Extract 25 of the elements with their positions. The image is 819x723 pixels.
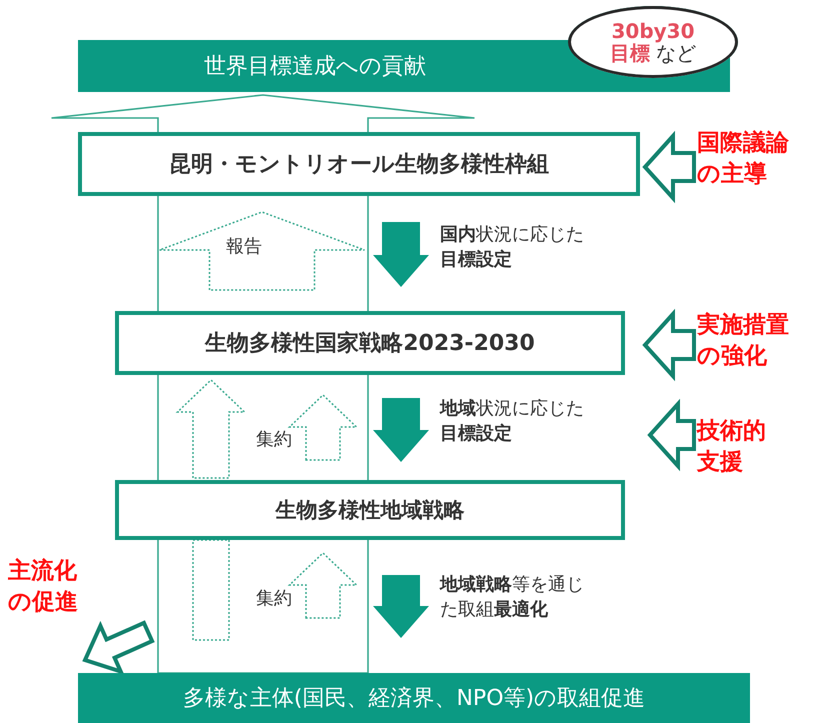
banner-bar: 世界目標達成への貢献 xyxy=(78,40,575,92)
strategy-box: 生物多様性国家戦略2023-2030 xyxy=(115,311,625,375)
hollow-arrow xyxy=(176,378,246,479)
support-label: 主流化の促進 xyxy=(8,556,84,618)
strategy-box: 昆明・モントリオール生物多様性枠組 xyxy=(78,132,640,196)
hollow-arrow xyxy=(158,211,366,291)
edge-label: 地域戦略等を通じた取組最適化 xyxy=(440,573,585,622)
hollow-arrow xyxy=(192,539,230,641)
hollow-arrow xyxy=(82,620,155,675)
down-arrow xyxy=(373,398,429,462)
support-label: 技術的支援 xyxy=(697,416,773,478)
down-arrow xyxy=(373,575,429,638)
hollow-arrow xyxy=(288,394,358,461)
edge-label: 国内状況に応じた目標設定 xyxy=(440,223,585,272)
hollow-arrow xyxy=(642,130,696,204)
support-label: 実施措置の強化 xyxy=(697,310,798,372)
edge-label: 地域状況に応じた目標設定 xyxy=(440,397,585,446)
support-label: 国際議論の主導 xyxy=(697,128,798,190)
hollow-arrow xyxy=(642,308,696,382)
target-ellipse: 30by30 目標 など xyxy=(568,6,738,78)
down-arrow xyxy=(373,222,429,287)
hollow-arrow xyxy=(288,552,358,619)
strategy-box: 生物多様性地域戦略 xyxy=(115,480,625,540)
banner-bar: 多様な主体(国民、経済界、NPO等)の取組促進 xyxy=(78,673,750,723)
hollow-arrow xyxy=(647,398,696,472)
